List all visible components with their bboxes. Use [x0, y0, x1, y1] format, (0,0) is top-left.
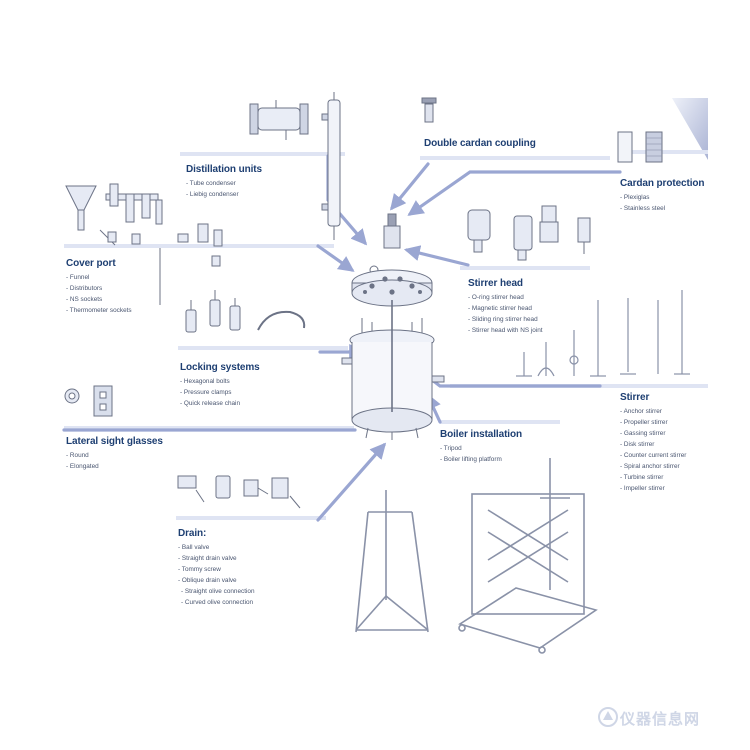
list-item: Funnel — [66, 272, 132, 283]
watermark-text: 仪器信息网 — [620, 710, 701, 728]
drain-title: Drain: — [178, 528, 207, 539]
stirrer-title: Stirrer — [620, 392, 650, 403]
list-item: Tommy screw — [178, 564, 255, 575]
list-item: NS sockets — [66, 294, 132, 305]
list-item: Stirrer head with NS joint — [468, 325, 543, 336]
list-item: Elongated — [66, 461, 163, 472]
list-item: Anchor stirrer — [620, 406, 686, 417]
cardan-protection-parts-icon — [617, 131, 663, 163]
lifting-platform-icon — [458, 458, 598, 654]
list-item: Tripod — [440, 443, 522, 454]
list-item: Impeller stirrer — [620, 483, 686, 494]
list-item: Curved olive connection — [178, 597, 255, 608]
locking-systems-label: Locking systems Hexagonal bolts Pressure… — [180, 362, 260, 409]
cover-port-fittings-icon — [65, 183, 223, 305]
list-item: Plexiglas — [620, 192, 704, 203]
list-item: Straight olive connection — [178, 586, 255, 597]
list-item: Gassing stirrer — [620, 428, 686, 439]
double-cardan-coupling-label: Double cardan coupling — [424, 138, 536, 149]
boiler-installation-list: Tripod Boiler lifting platform — [440, 443, 522, 465]
reactor-vessel-icon — [341, 213, 445, 440]
locking-systems-list: Hexagonal bolts Pressure clamps Quick re… — [180, 376, 260, 409]
lateral-sight-glasses-title: Lateral sight glasses — [66, 436, 163, 447]
drain-label: Drain: Ball valve Straight drain valve T… — [178, 528, 255, 608]
list-item: O-ring stirrer head — [468, 292, 543, 303]
list-item: Quick release chain — [180, 398, 260, 409]
lateral-sight-glasses-label: Lateral sight glasses Round Elongated — [66, 436, 163, 472]
list-item: Pressure clamps — [180, 387, 260, 398]
list-item: Counter current stirrer — [620, 450, 687, 461]
stirrer-set-icon — [516, 290, 690, 377]
cardan-coupling-icon — [421, 97, 437, 123]
cover-port-label: Cover port Funnel Distributors NS socket… — [66, 258, 132, 316]
stirrer-label: Stirrer Anchor stirrer Propeller stirrer… — [620, 392, 686, 494]
list-item: Magnetic stirrer head — [468, 303, 543, 314]
sight-glass-parts-icon — [64, 385, 113, 417]
list-item: Tube condenser — [186, 178, 262, 189]
corner-triangle — [672, 98, 708, 160]
list-item: Round — [66, 450, 163, 461]
list-item: Distributors — [66, 283, 132, 294]
distillation-units-label: Distillation units Tube condenser Liebig… — [186, 164, 262, 200]
double-cardan-coupling-title: Double cardan coupling — [424, 138, 536, 149]
boiler-installation-label: Boiler installation Tripod Boiler liftin… — [440, 429, 522, 465]
list-item: Stainless steel — [620, 203, 704, 214]
cardan-protection-title: Cardan protection — [620, 178, 705, 189]
distillation-condenser-icon — [249, 92, 341, 240]
list-item: Propeller stirrer — [620, 417, 686, 428]
stirrer-list: Anchor stirrer Propeller stirrer Gassing… — [620, 406, 687, 494]
cardan-protection-label: Cardan protection Plexiglas Stainless st… — [620, 178, 705, 214]
stirrer-head-list: O-ring stirrer head Magnetic stirrer hea… — [468, 292, 543, 336]
distillation-units-list: Tube condenser Liebig condenser — [186, 178, 262, 200]
lateral-sight-glasses-list: Round Elongated — [66, 450, 163, 472]
drain-valves-icon — [177, 475, 301, 509]
stirrer-head-label: Stirrer head O-ring stirrer head Magneti… — [468, 278, 543, 336]
cover-port-title: Cover port — [66, 258, 116, 269]
boiler-installation-title: Boiler installation — [440, 429, 523, 440]
list-item: Oblique drain valve — [178, 575, 255, 586]
list-item: Spiral anchor stirrer — [620, 461, 686, 472]
list-item: Turbine stirrer — [620, 472, 686, 483]
list-item: Disk stirrer — [620, 439, 686, 450]
list-item: Hexagonal bolts — [180, 376, 260, 387]
watermark-logo-icon — [598, 707, 618, 727]
cover-port-list: Funnel Distributors NS sockets Thermomet… — [66, 272, 132, 316]
list-item: Ball valve — [178, 542, 255, 553]
list-item: Sliding ring stirrer head — [468, 314, 543, 325]
list-item: Liebig condenser — [186, 189, 262, 200]
locking-parts-icon — [185, 290, 306, 333]
stirrer-head-title: Stirrer head — [468, 278, 523, 289]
list-item: Boiler lifting platform — [440, 454, 522, 465]
list-item: Straight drain valve — [178, 553, 255, 564]
distillation-units-title: Distillation units — [186, 164, 262, 175]
cardan-protection-list: Plexiglas Stainless steel — [620, 192, 704, 214]
stirrer-head-parts-icon — [467, 205, 591, 261]
locking-systems-title: Locking systems — [180, 362, 260, 373]
drain-list: Ball valve Straight drain valve Tommy sc… — [178, 542, 255, 608]
tripod-icon — [355, 490, 429, 633]
list-item: Thermometer sockets — [66, 305, 132, 316]
